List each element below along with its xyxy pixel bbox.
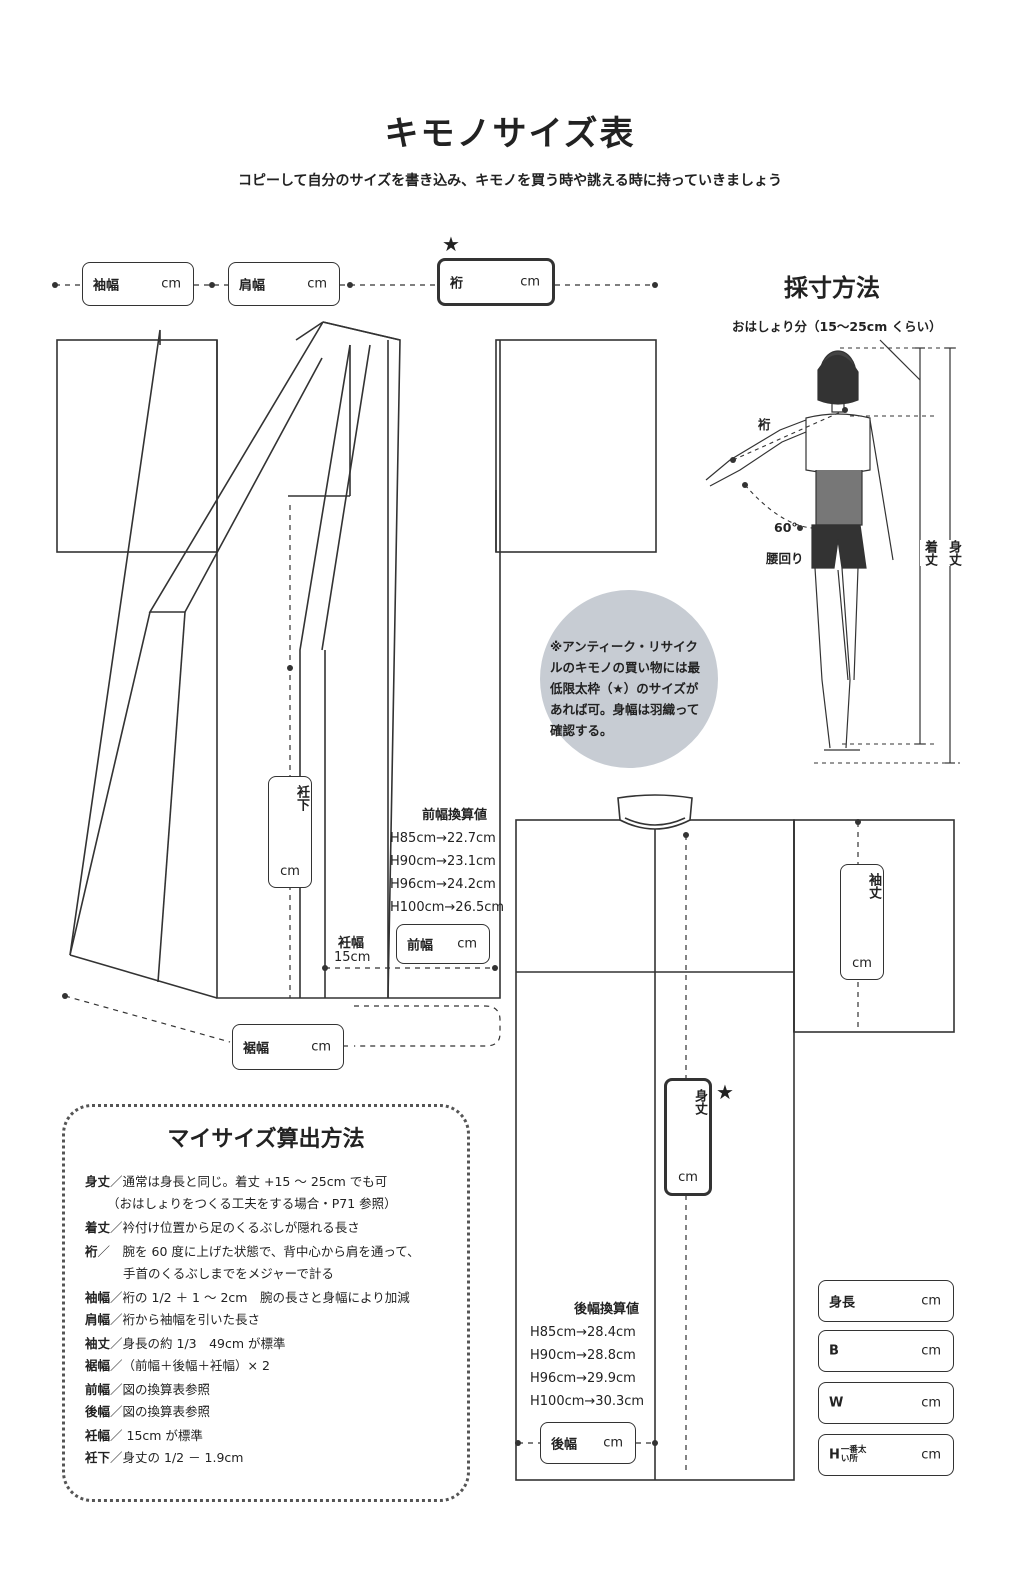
- back-conv-title: 後幅換算値: [574, 1302, 640, 1317]
- mitake-unit: cm: [678, 1170, 698, 1185]
- my-size-row: 手首のくるぶしまでをメジャーで計る: [123, 1266, 334, 1281]
- height-label: 身長: [829, 1295, 856, 1311]
- susohaba-label: 裾幅: [243, 1041, 270, 1057]
- body-figure: [705, 350, 894, 751]
- ushirohaba-box[interactable]: 後幅 cm: [540, 1422, 636, 1464]
- my-size-row: 袖丈／身長の約 1/3 49cm が標準: [85, 1336, 286, 1351]
- maehaba-unit: cm: [457, 936, 477, 952]
- back-conv-row: H90cm→28.8cm: [530, 1348, 636, 1363]
- page-title: キモノサイズ表: [384, 114, 636, 154]
- back-conversion-table: 後幅換算値 H85cm→28.4cm H90cm→28.8cm H96cm→29…: [530, 1298, 644, 1413]
- ohashori-label: おはしょり分（15〜25cm くらい）: [732, 319, 942, 334]
- front-conv-row: H100cm→26.5cm: [390, 900, 505, 915]
- my-size-row: 裄／ 腕を 60 度に上げた状態で、背中心から肩を通って、: [85, 1244, 420, 1259]
- mitake-label: 身丈: [692, 1089, 707, 1115]
- height-box[interactable]: 身長 cm: [818, 1280, 954, 1322]
- shoulder-width-unit: cm: [307, 276, 327, 292]
- figure-yuki-label: 裄: [758, 417, 771, 432]
- height-unit: cm: [921, 1293, 941, 1309]
- my-size-panel: マイサイズ算出方法 身丈／通常は身長と同じ。着丈 +15 〜 25cm でも可 …: [62, 1104, 470, 1502]
- waist-box-label: W: [829, 1395, 844, 1411]
- mitake-star-icon: ★: [716, 1080, 734, 1104]
- my-size-title: マイサイズ算出方法: [167, 1126, 365, 1152]
- kitake-label: 着丈: [920, 540, 939, 566]
- front-conv-title: 前幅換算値: [422, 808, 488, 823]
- susohaba-box[interactable]: 裾幅 cm: [232, 1024, 344, 1070]
- mitake-box[interactable]: 身丈 cm: [664, 1078, 712, 1196]
- ushirohaba-label: 後幅: [551, 1437, 578, 1453]
- mitake-figure-label: 身丈: [944, 540, 963, 566]
- front-conv-row: H96cm→24.2cm: [390, 877, 496, 892]
- back-kimono: [515, 794, 955, 1481]
- okumishita-box[interactable]: 衽下 cm: [268, 776, 312, 888]
- ushirohaba-unit: cm: [603, 1435, 623, 1451]
- my-size-row: 衽下／身丈の 1/2 － 1.9cm: [85, 1450, 244, 1465]
- hip-box[interactable]: H一番太い所 cm: [818, 1434, 954, 1476]
- hip-label: H一番太い所: [829, 1446, 867, 1464]
- bust-box[interactable]: B cm: [818, 1330, 954, 1372]
- waist-box-unit: cm: [921, 1395, 941, 1411]
- okumishita-label: 衽下: [294, 785, 309, 811]
- susohaba-unit: cm: [311, 1039, 331, 1055]
- yuki-label: 裄: [450, 276, 464, 292]
- bust-unit: cm: [921, 1343, 941, 1359]
- back-conv-row: H96cm→29.9cm: [530, 1371, 636, 1386]
- okumihaba-value: 15cm: [334, 950, 371, 965]
- maehaba-label: 前幅: [407, 938, 434, 954]
- okumihaba-label: 衽幅: [338, 936, 365, 951]
- my-size-row: 裾幅／（前幅＋後幅＋衽幅）× 2: [85, 1358, 270, 1373]
- yuki-unit: cm: [520, 274, 540, 290]
- yuki-box[interactable]: 裄 cm: [437, 258, 555, 306]
- hip-letter: H: [829, 1447, 840, 1463]
- bust-label: B: [829, 1343, 839, 1359]
- waist-box[interactable]: W cm: [818, 1382, 954, 1424]
- yuki-star-icon: ★: [442, 232, 460, 256]
- hip-unit: cm: [921, 1447, 941, 1463]
- hip-sub: 一番太い所: [840, 1445, 867, 1464]
- sodetake-label: 袖丈: [866, 873, 881, 899]
- my-size-row: 肩幅／裄から袖幅を引いた長さ: [85, 1312, 261, 1327]
- okumishita-unit: cm: [280, 864, 300, 879]
- back-conv-row: H85cm→28.4cm: [530, 1325, 636, 1340]
- antique-note-text: ※アンティーク・リサイクルのキモノの買い物には最低限太枠（★）のサイズがあれば可…: [550, 639, 701, 738]
- sodetake-unit: cm: [852, 956, 872, 971]
- shoulder-width-box[interactable]: 肩幅 cm: [228, 262, 340, 306]
- my-size-row: 衽幅／ 15cm が標準: [85, 1428, 203, 1443]
- page-subtitle: コピーして自分のサイズを書き込み、キモノを買う時や誂える時に持っていきましょう: [237, 173, 783, 189]
- sleeve-width-unit: cm: [161, 276, 181, 292]
- maehaba-box[interactable]: 前幅 cm: [396, 924, 490, 964]
- antique-note: ※アンティーク・リサイクルのキモノの買い物には最低限太枠（★）のサイズがあれば可…: [540, 590, 718, 768]
- front-conversion-table: 前幅換算値 H85cm→22.7cm H90cm→23.1cm H96cm→24…: [390, 804, 504, 919]
- front-conv-row: H85cm→22.7cm: [390, 831, 496, 846]
- my-size-row: 着丈／衿付け位置から足のくるぶしが隠れる長さ: [85, 1220, 360, 1235]
- my-size-row: 後幅／図の換算表参照: [85, 1404, 211, 1419]
- shoulder-width-label: 肩幅: [239, 278, 266, 294]
- sodetake-box[interactable]: 袖丈 cm: [840, 864, 884, 980]
- measure-dots: [52, 282, 658, 288]
- my-size-row: （おはしょりをつくる工夫をする場合・P71 参照）: [107, 1196, 397, 1211]
- sleeve-width-box[interactable]: 袖幅 cm: [82, 262, 194, 306]
- sleeve-width-label: 袖幅: [93, 278, 120, 294]
- my-size-row: 前幅／図の換算表参照: [85, 1382, 211, 1397]
- measure-title: 採寸方法: [784, 273, 880, 302]
- angle-label: 60°: [774, 520, 798, 535]
- my-size-row: 身丈／通常は身長と同じ。着丈 +15 〜 25cm でも可: [85, 1174, 388, 1189]
- my-size-row: 袖幅／裄の 1/2 ＋ 1 〜 2cm 腕の長さと身幅により加減: [85, 1290, 410, 1305]
- back-conv-row: H100cm→30.3cm: [530, 1394, 645, 1409]
- front-conv-row: H90cm→23.1cm: [390, 854, 496, 869]
- waist-label: 腰回り: [766, 551, 804, 566]
